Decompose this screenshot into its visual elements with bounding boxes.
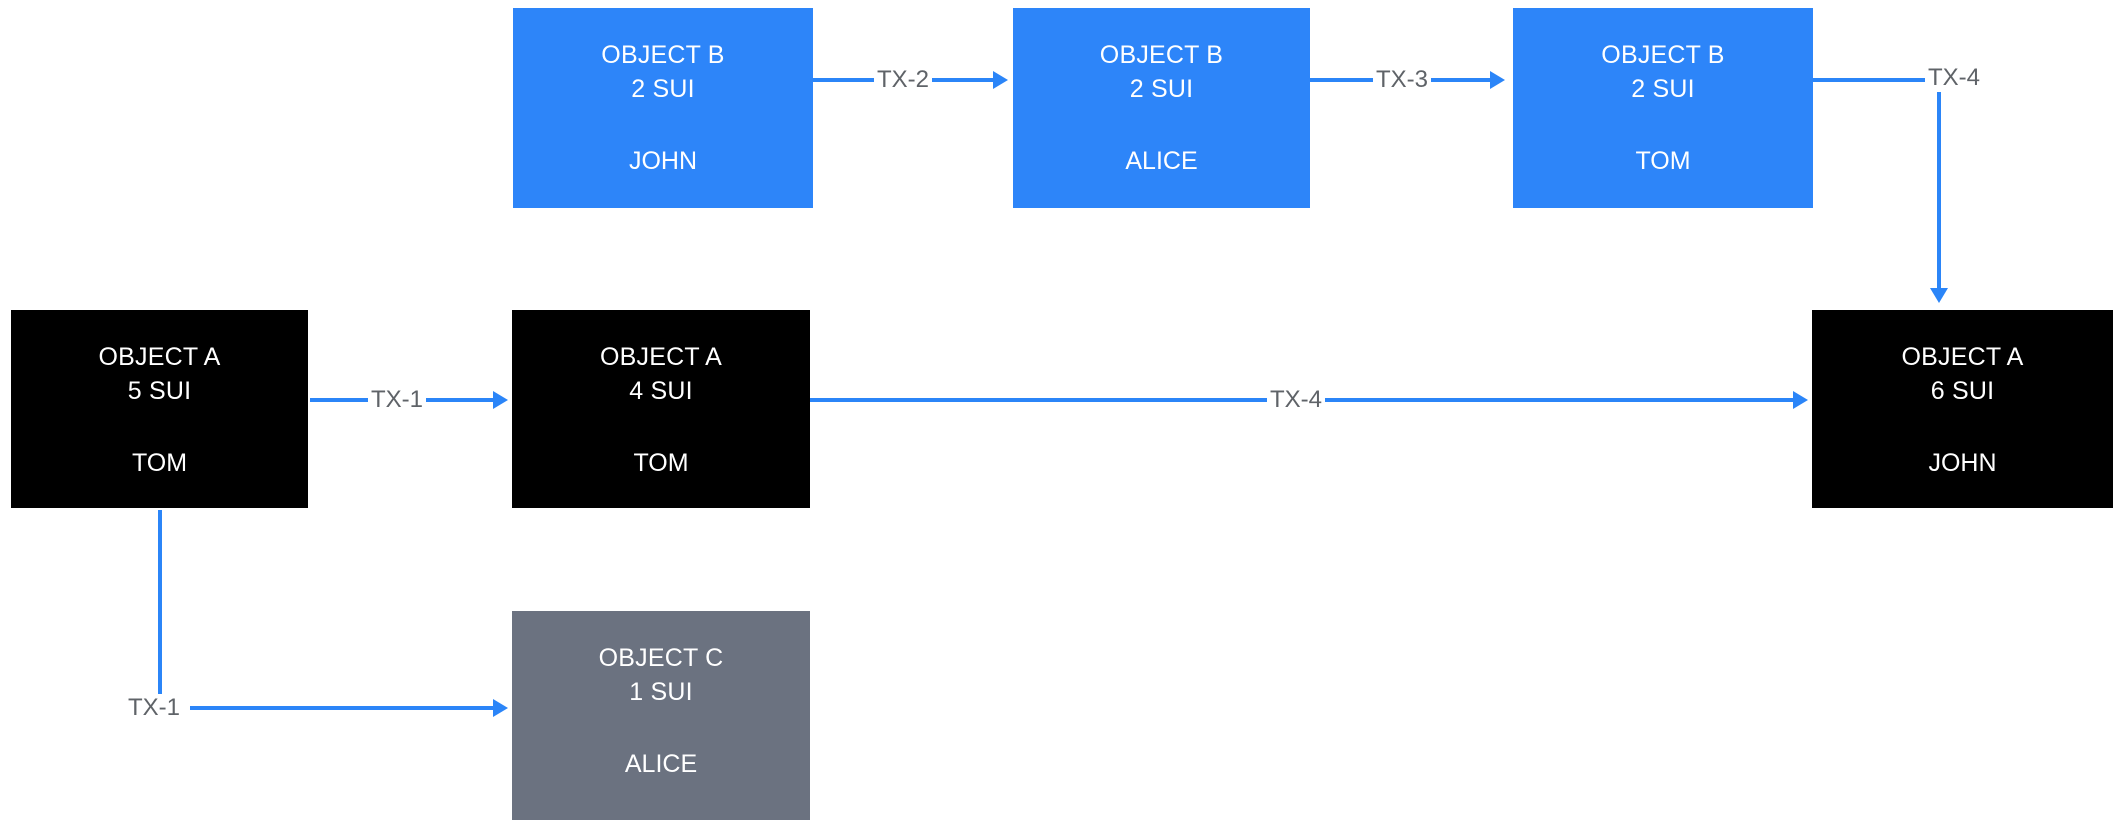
node-amount-label: 2 SUI bbox=[631, 75, 695, 103]
node-object-label: OBJECT B bbox=[601, 41, 725, 69]
node-object-b-john[interactable]: OBJECT B 2 SUI JOHN bbox=[513, 8, 813, 208]
node-amount-label: 4 SUI bbox=[629, 377, 693, 405]
node-amount-label: 2 SUI bbox=[1129, 75, 1194, 103]
node-object-label: OBJECT B bbox=[1601, 41, 1725, 69]
edge-tx-1-c-arrowhead bbox=[493, 699, 508, 717]
node-owner-label: JOHN bbox=[1928, 449, 1997, 477]
edge-tx-1-c-horizontal-line bbox=[190, 706, 495, 710]
node-object-a-6sui-john[interactable]: OBJECT A 6 SUI JOHN bbox=[1812, 310, 2113, 508]
node-object-c-alice[interactable]: OBJECT C 1 SUI ALICE bbox=[512, 611, 810, 820]
edge-tx-4-long-arrowhead bbox=[1793, 391, 1808, 409]
node-owner-label: ALICE bbox=[1125, 147, 1198, 175]
edge-tx-4-down-arrowhead bbox=[1930, 288, 1948, 303]
edge-label-tx-1: TX-1 bbox=[368, 386, 427, 414]
edge-tx-4-top-line bbox=[1813, 78, 1925, 82]
node-object-a-4sui-tom[interactable]: OBJECT A 4 SUI TOM bbox=[512, 310, 810, 508]
edge-tx-1-arrowhead bbox=[493, 391, 508, 409]
node-owner-label: JOHN bbox=[628, 147, 698, 175]
node-object-label: OBJECT A bbox=[1901, 343, 2024, 371]
node-object-b-tom[interactable]: OBJECT B 2 SUI TOM bbox=[1513, 8, 1813, 208]
node-amount-label: 2 SUI bbox=[1631, 75, 1695, 103]
node-amount-label: 5 SUI bbox=[127, 377, 192, 405]
node-object-label: OBJECT A bbox=[599, 343, 722, 371]
node-object-a-5sui-tom[interactable]: OBJECT A 5 SUI TOM bbox=[11, 310, 308, 508]
edge-label-tx-2: TX-2 bbox=[874, 66, 933, 94]
edge-tx-4-vertical-line bbox=[1937, 80, 1941, 290]
edge-label-tx-3: TX-3 bbox=[1373, 66, 1432, 94]
node-object-label: OBJECT B bbox=[1099, 41, 1224, 69]
node-amount-label: 6 SUI bbox=[1930, 377, 1995, 405]
edge-label-tx-4-top: TX-4 bbox=[1925, 64, 1984, 92]
edge-tx-1-c-vertical-line bbox=[158, 510, 162, 710]
node-owner-label: ALICE bbox=[624, 750, 698, 778]
edge-tx-2-arrowhead bbox=[993, 71, 1008, 89]
edge-tx-3-arrowhead bbox=[1490, 71, 1505, 89]
node-object-b-alice[interactable]: OBJECT B 2 SUI ALICE bbox=[1013, 8, 1310, 208]
node-owner-label: TOM bbox=[131, 449, 188, 477]
node-amount-label: 1 SUI bbox=[629, 678, 693, 706]
node-object-label: OBJECT A bbox=[98, 343, 221, 371]
node-owner-label: TOM bbox=[1635, 147, 1691, 175]
edge-label-tx-1-c: TX-1 bbox=[125, 694, 184, 722]
node-object-label: OBJECT C bbox=[598, 644, 724, 672]
node-owner-label: TOM bbox=[633, 449, 689, 477]
edge-label-tx-4-long: TX-4 bbox=[1267, 386, 1326, 414]
